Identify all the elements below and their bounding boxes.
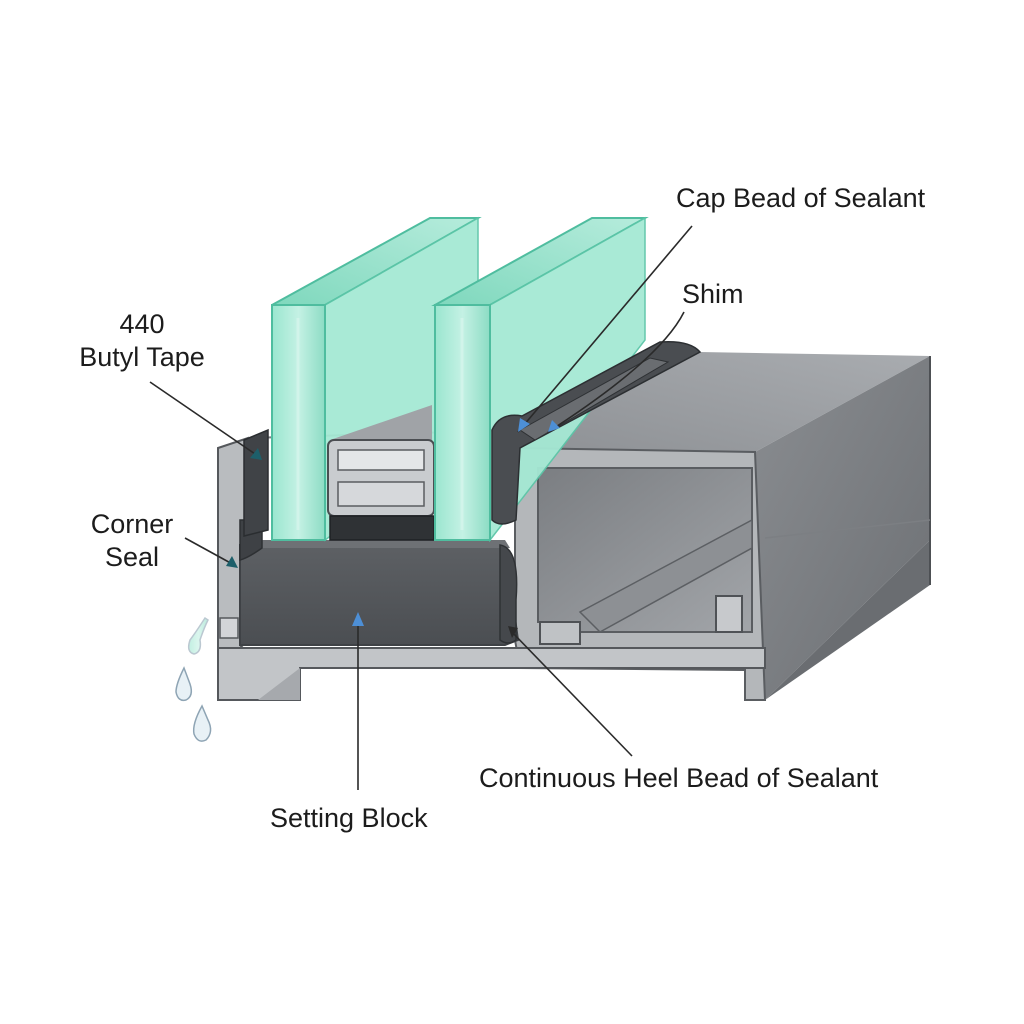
label-corner-line2: Seal [104,542,160,572]
label-butyl-line2: Butyl Tape [79,342,205,372]
shim [519,357,670,441]
label-heel-bead: Continuous Heel Bead of Sealant [479,763,879,793]
label-shim: Shim [682,279,744,309]
label-cap-bead: Cap Bead of Sealant [676,183,926,213]
label-butyl-tape: 440 Butyl Tape [62,308,222,374]
leader-lines [149,225,693,790]
glass-lite-right [431,216,649,543]
arrow-heel [508,626,518,638]
arrow-shim [548,420,560,432]
label-corner-line1: Corner [90,509,174,539]
arrow-cap-bead [518,418,530,432]
leader-butyl [149,381,259,457]
ig-spacer [327,405,435,541]
leader-shim [547,311,685,433]
frame-tube [514,352,931,701]
heel-bead [499,544,518,644]
arrowheads [226,418,560,638]
leader-cap-bead [517,225,693,433]
arrow-butyl [250,448,262,460]
label-setting-block: Setting Block [270,803,428,833]
arrow-setting [352,612,364,626]
water-droplets [175,616,212,742]
arrow-corner [226,556,238,568]
leader-heel [509,629,633,757]
label-butyl-line1: 440 [119,309,165,339]
leader-corner [184,537,237,567]
setting-block [239,540,520,646]
butyl-tape [243,428,269,537]
label-corner-seal: Corner Seal [72,508,192,574]
